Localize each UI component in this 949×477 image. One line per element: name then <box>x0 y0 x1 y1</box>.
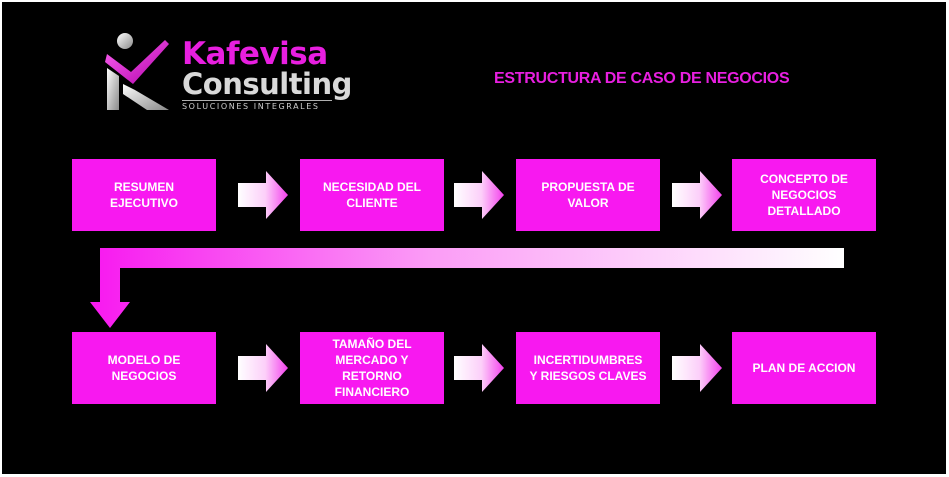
arrow-right-icon <box>454 344 504 392</box>
step-label: PLAN DE ACCION <box>752 361 856 375</box>
arrow-right-icon <box>238 344 288 392</box>
step-resumen-ejecutivo: RESUMEN EJECUTIVO <box>72 159 216 231</box>
diagram-title: ESTRUCTURA DE CASO DE NEGOCIOS <box>494 70 790 87</box>
brand-name: Kafevisa <box>182 36 328 72</box>
step-label: CONCEPTO DE NEGOCIOS DETALLADO <box>760 172 848 218</box>
step-modelo-de-negocios: MODELO DE NEGOCIOS <box>72 332 216 404</box>
kafevisa-logo-icon <box>105 33 169 110</box>
step-label: NECESIDAD DEL CLIENTE <box>322 180 421 210</box>
brand-subtitle: Consulting <box>182 67 352 101</box>
step-necesidad-del-cliente: NECESIDAD DEL CLIENTE <box>300 159 444 231</box>
arrow-right-icon <box>672 344 722 392</box>
step-concepto-de-negocios: CONCEPTO DE NEGOCIOS DETALLADO <box>732 159 876 231</box>
step-propuesta-de-valor: PROPUESTA DE VALOR <box>516 159 660 231</box>
step-label: RESUMEN EJECUTIVO <box>109 180 178 210</box>
step-tamano-del-mercado: TAMAÑO DEL MERCADO Y RETORNO FINANCIERO <box>300 332 444 404</box>
arrow-right-icon <box>672 171 722 219</box>
brand-tagline: SOLUCIONES INTEGRALES <box>182 100 332 112</box>
step-label: PROPUESTA DE VALOR <box>541 180 635 210</box>
step-incertidumbres-y-riesgos: INCERTIDUMBRES Y RIESGOS CLAVES <box>516 332 660 404</box>
step-label: TAMAÑO DEL MERCADO Y RETORNO FINANCIERO <box>332 337 412 399</box>
return-arrow-icon <box>90 248 844 328</box>
arrow-right-icon <box>454 171 504 219</box>
step-plan-de-accion: PLAN DE ACCION <box>732 332 876 404</box>
step-label: INCERTIDUMBRES Y RIESGOS CLAVES <box>529 353 647 383</box>
arrow-right-icon <box>238 171 288 219</box>
step-label: MODELO DE NEGOCIOS <box>107 353 181 383</box>
